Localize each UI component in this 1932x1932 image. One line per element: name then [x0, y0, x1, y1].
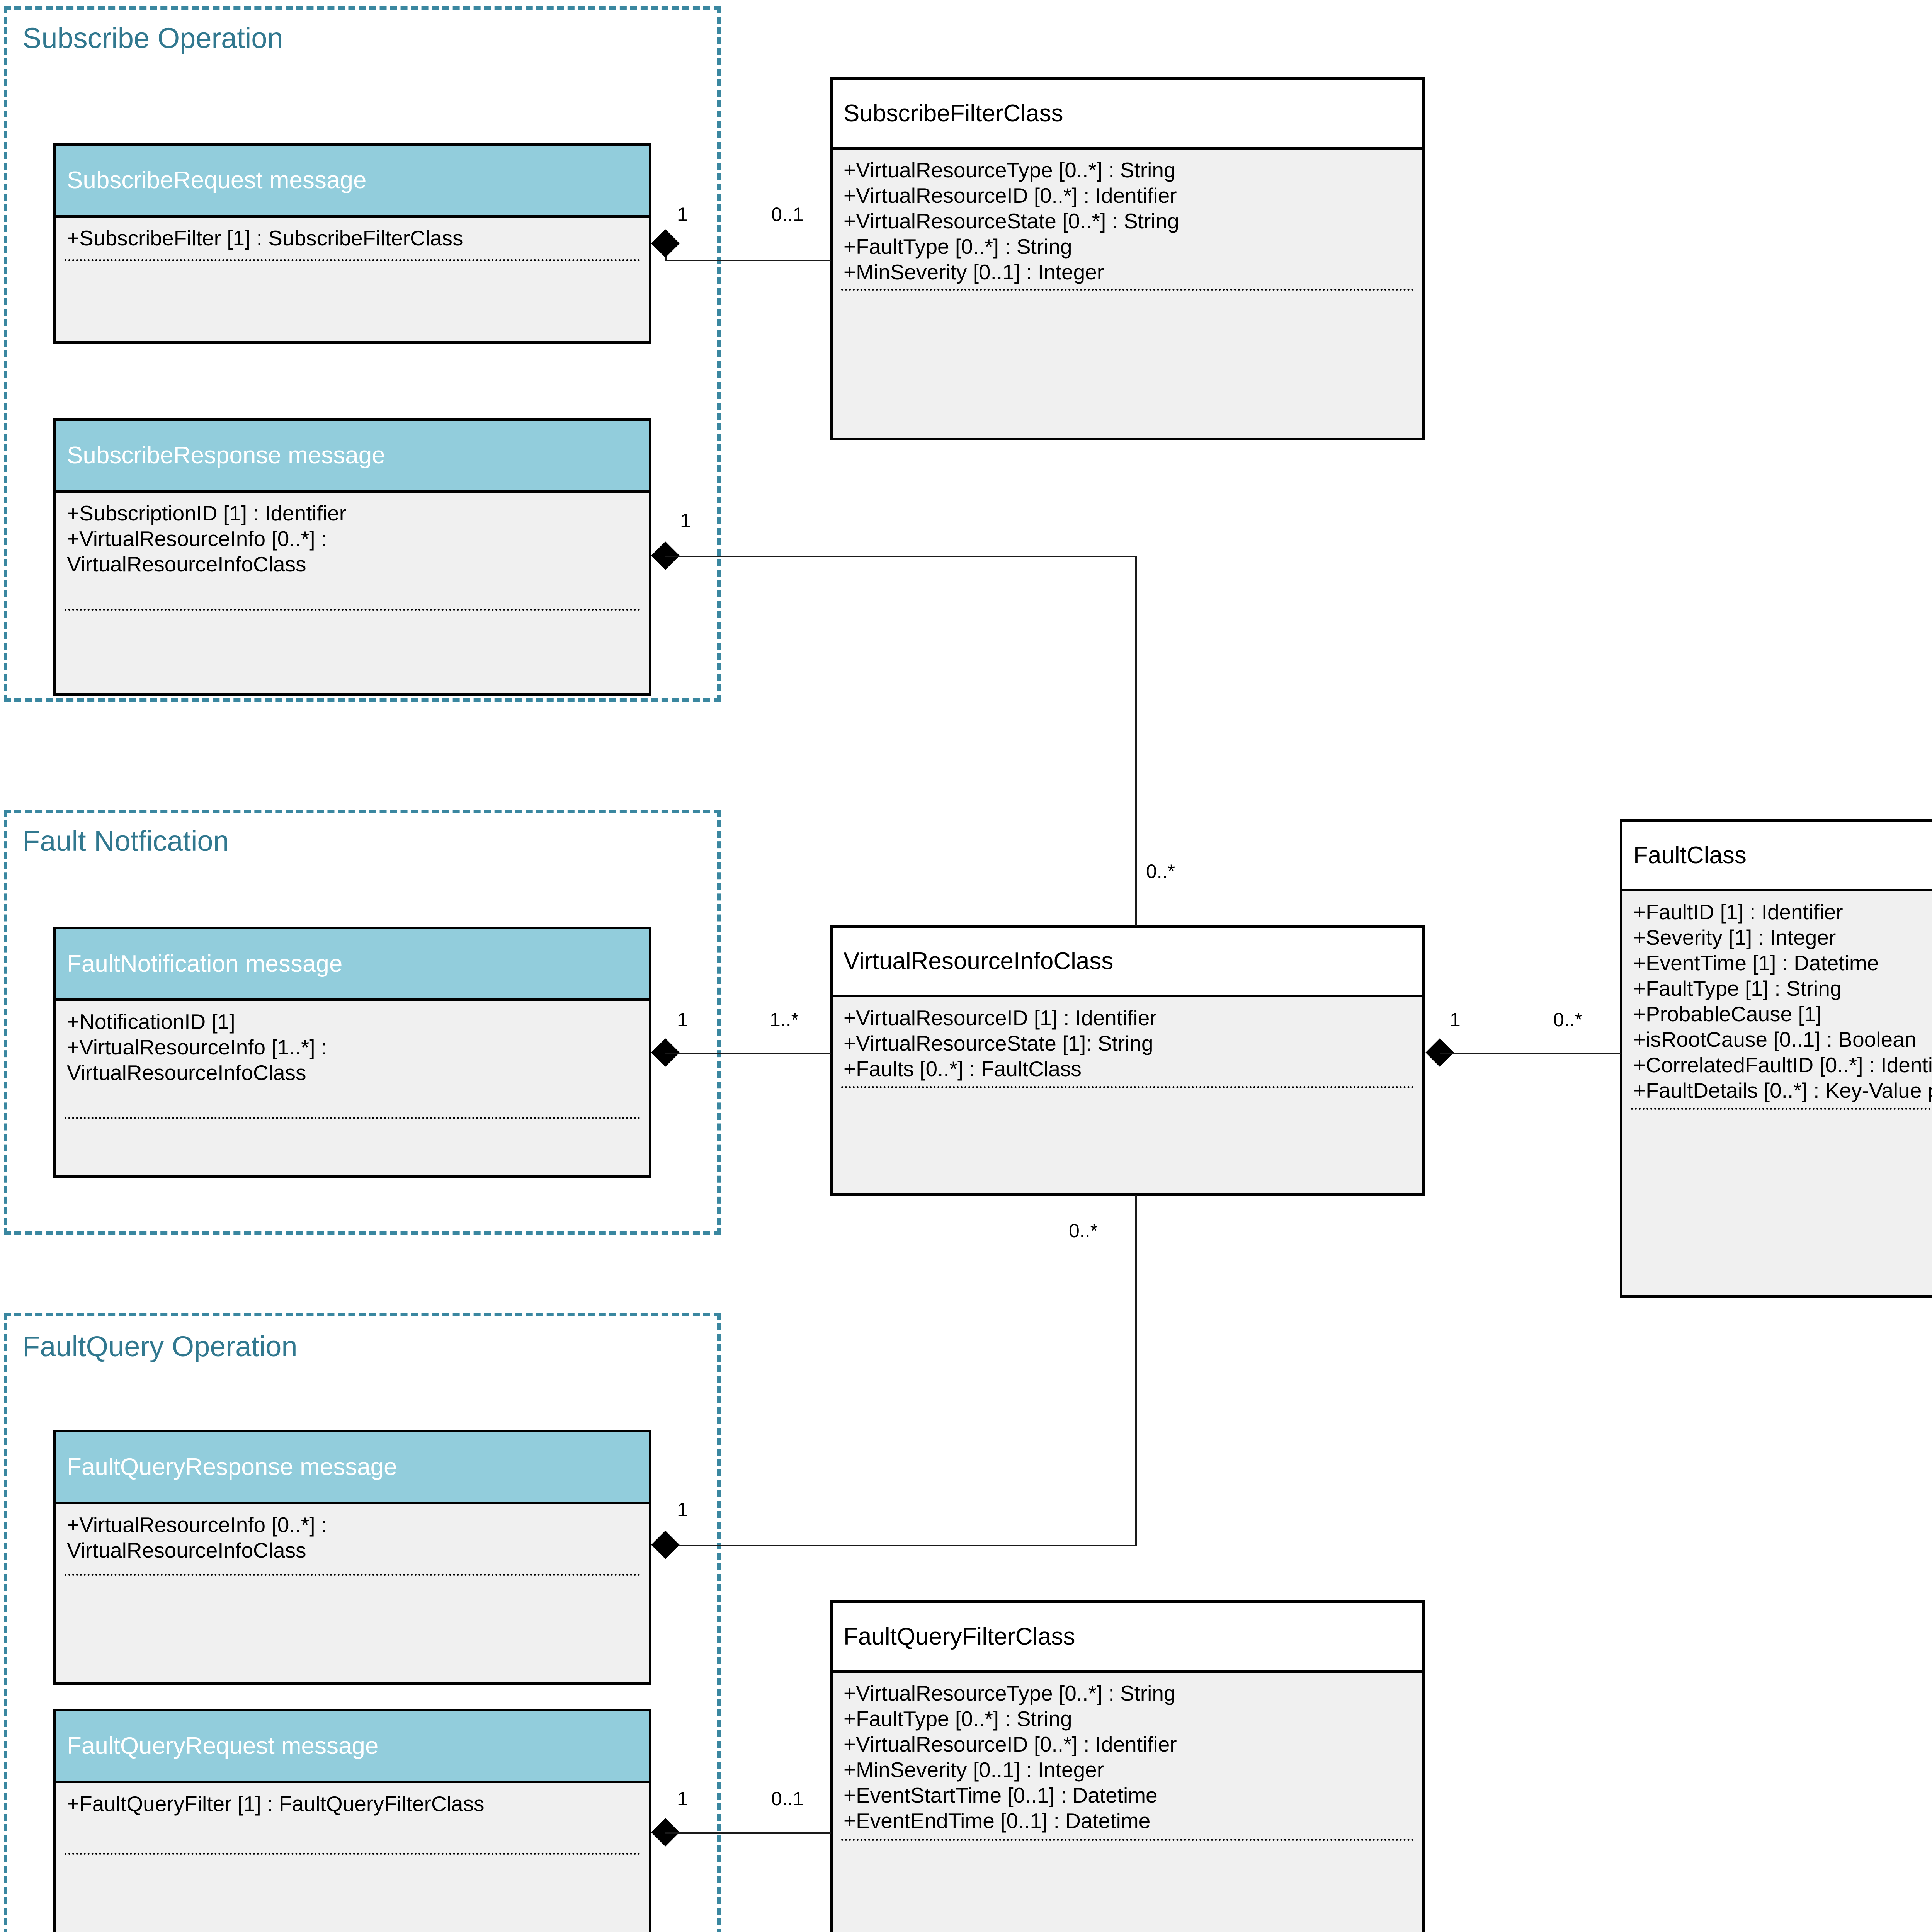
box-title-fault-class: FaultClass: [1622, 822, 1932, 891]
box-body-fault-class: +FaultID [1] : Identifier +Severity [1] …: [1622, 891, 1932, 1295]
multiplicity-target-vrinfo-top: 0..*: [1146, 861, 1175, 882]
attribute-separator: [841, 1086, 1414, 1088]
box-body-fault-notification: +NotificationID [1] +VirtualResourceInfo…: [56, 1001, 649, 1175]
attribute-separator: [841, 1839, 1414, 1841]
group-title-subscribe-operation: Subscribe Operation: [22, 22, 283, 54]
connector-subresp-vrinfo-vertical: [1135, 556, 1137, 926]
box-faultquery-filter-class[interactable]: FaultQueryFilterClass +VirtualResourceTy…: [830, 1600, 1425, 1932]
multiplicity-target-vrinfo-bottom: 0..*: [1069, 1220, 1098, 1242]
attribute: +isRootCause [0..1] : Boolean: [1633, 1027, 1917, 1051]
attribute: +VirtualResourceInfo [1..*] : VirtualRes…: [67, 1035, 327, 1085]
multiplicity-source-faultnotif: 1: [677, 1009, 688, 1031]
attribute: +EventEndTime [0..1] : Datetime: [844, 1809, 1151, 1833]
box-title-faultquery-response: FaultQueryResponse message: [56, 1432, 649, 1504]
connector-vrinfo-faultclass-horizontal: [1440, 1053, 1621, 1054]
box-subscribe-request[interactable]: SubscribeRequest message +SubscribeFilte…: [53, 143, 651, 344]
attribute: +VirtualResourceType [0..*] : String: [844, 158, 1176, 182]
multiplicity-source-subreq: 1: [677, 204, 688, 225]
box-body-subscribe-response: +SubscriptionID [1] : Identifier +Virtua…: [56, 493, 649, 693]
attribute: +FaultType [0..*] : String: [844, 1707, 1072, 1731]
box-fault-notification[interactable]: FaultNotification message +NotificationI…: [53, 927, 651, 1178]
box-body-faultquery-response: +VirtualResourceInfo [0..*] : VirtualRes…: [56, 1504, 649, 1682]
attribute: +Severity [1] : Integer: [1633, 925, 1836, 949]
box-subscribe-response[interactable]: SubscribeResponse message +SubscriptionI…: [53, 418, 651, 696]
group-faultquery-operation: [4, 1313, 721, 1932]
attribute-separator: [65, 259, 640, 261]
box-fault-class[interactable]: FaultClass +FaultID [1] : Identifier +Se…: [1620, 819, 1932, 1298]
attribute-separator: [65, 609, 640, 611]
box-body-faultquery-filter-class: +VirtualResourceType [0..*] : String +Fa…: [833, 1673, 1422, 1932]
connector-fqresp-vrinfo-vertical: [1135, 1195, 1137, 1546]
attribute-separator: [65, 1853, 640, 1855]
box-body-subscribe-filter-class: +VirtualResourceType [0..*] : String +Vi…: [833, 150, 1422, 438]
group-subscribe-operation: [4, 6, 721, 702]
attribute: +VirtualResourceID [0..*] : Identifier: [844, 184, 1177, 207]
multiplicity-source-vrinfo-right: 1: [1450, 1009, 1461, 1031]
attribute-separator: [841, 289, 1414, 291]
multiplicity-target-fqfilter: 0..1: [771, 1788, 804, 1810]
attribute-separator: [65, 1574, 640, 1576]
attribute: +VirtualResourceState [1]: String: [844, 1031, 1153, 1055]
attribute: +VirtualResourceType [0..*] : String: [844, 1681, 1176, 1705]
box-title-fault-notification: FaultNotification message: [56, 929, 649, 1001]
attribute: +CorrelatedFaultID [0..*] : Identifier: [1633, 1053, 1932, 1077]
box-title-faultquery-request: FaultQueryRequest message: [56, 1711, 649, 1783]
attribute-separator: [1631, 1108, 1932, 1110]
connector-fqresp-vrinfo-horizontal: [665, 1545, 1137, 1546]
connector-subreq-subfilter-horizontal: [665, 260, 831, 261]
attribute: +FaultType [0..*] : String: [844, 235, 1072, 259]
attribute: +VirtualResourceState [0..*] : String: [844, 209, 1179, 233]
attribute: +VirtualResourceID [1] : Identifier: [844, 1006, 1157, 1030]
attribute: +ProbableCause [1]: [1633, 1002, 1822, 1026]
group-title-faultquery-operation: FaultQuery Operation: [22, 1330, 298, 1362]
attribute: +FaultID [1] : Identifier: [1633, 900, 1843, 924]
multiplicity-source-fqresp: 1: [677, 1499, 688, 1520]
attribute: +SubscriptionID [1] : Identifier: [67, 501, 347, 525]
connector-subresp-vrinfo-horizontal: [665, 556, 1136, 557]
box-body-subscribe-request: +SubscribeFilter [1] : SubscribeFilterCl…: [56, 218, 649, 341]
attribute: +VirtualResourceInfo [0..*] : VirtualRes…: [67, 1513, 327, 1562]
attribute: +SubscribeFilter [1] : SubscribeFilterCl…: [67, 226, 463, 250]
box-body-faultquery-request: +FaultQueryFilter [1] : FaultQueryFilter…: [56, 1783, 649, 1932]
multiplicity-source-subresp: 1: [680, 510, 691, 531]
box-title-faultquery-filter-class: FaultQueryFilterClass: [833, 1603, 1422, 1673]
attribute: +VirtualResourceInfo [0..*] : VirtualRes…: [67, 527, 327, 576]
box-virtual-resource-info-class[interactable]: VirtualResourceInfoClass +VirtualResourc…: [830, 925, 1425, 1196]
connector-faultnotif-vrinfo-horizontal: [665, 1053, 831, 1054]
box-title-subscribe-response: SubscribeResponse message: [56, 421, 649, 493]
box-subscribe-filter-class[interactable]: SubscribeFilterClass +VirtualResourceTyp…: [830, 77, 1425, 440]
multiplicity-target-vrinfo-left: 1..*: [770, 1009, 799, 1031]
attribute: +FaultDetails [0..*] : Key-Value pairs: [1633, 1078, 1932, 1102]
attribute: +VirtualResourceID [0..*] : Identifier: [844, 1732, 1177, 1756]
box-body-virtual-resource-info-class: +VirtualResourceID [1] : Identifier +Vir…: [833, 997, 1422, 1193]
box-title-virtual-resource-info-class: VirtualResourceInfoClass: [833, 928, 1422, 997]
box-title-subscribe-filter-class: SubscribeFilterClass: [833, 80, 1422, 150]
connector-fqreq-fqfilter-horizontal: [665, 1832, 831, 1834]
attribute-separator: [65, 1117, 640, 1119]
box-title-subscribe-request: SubscribeRequest message: [56, 146, 649, 218]
attribute: +MinSeverity [0..1] : Integer: [844, 1758, 1104, 1782]
attribute: +MinSeverity [0..1] : Integer: [844, 260, 1104, 284]
box-faultquery-response[interactable]: FaultQueryResponse message +VirtualResou…: [53, 1430, 651, 1685]
multiplicity-target-faultclass: 0..*: [1553, 1009, 1583, 1031]
multiplicity-source-fqreq: 1: [677, 1788, 688, 1810]
multiplicity-target-subfilter: 0..1: [771, 204, 804, 225]
attribute: +Faults [0..*] : FaultClass: [844, 1057, 1082, 1081]
group-fault-notification: [4, 810, 721, 1235]
attribute: +FaultQueryFilter [1] : FaultQueryFilter…: [67, 1792, 485, 1816]
box-faultquery-request[interactable]: FaultQueryRequest message +FaultQueryFil…: [53, 1709, 651, 1932]
attribute: +NotificationID [1]: [67, 1010, 235, 1034]
attribute: +EventTime [1] : Datetime: [1633, 951, 1879, 975]
group-title-fault-notification: Fault Notfication: [22, 825, 229, 857]
attribute: +FaultType [1] : String: [1633, 976, 1842, 1000]
attribute: +EventStartTime [0..1] : Datetime: [844, 1783, 1158, 1807]
